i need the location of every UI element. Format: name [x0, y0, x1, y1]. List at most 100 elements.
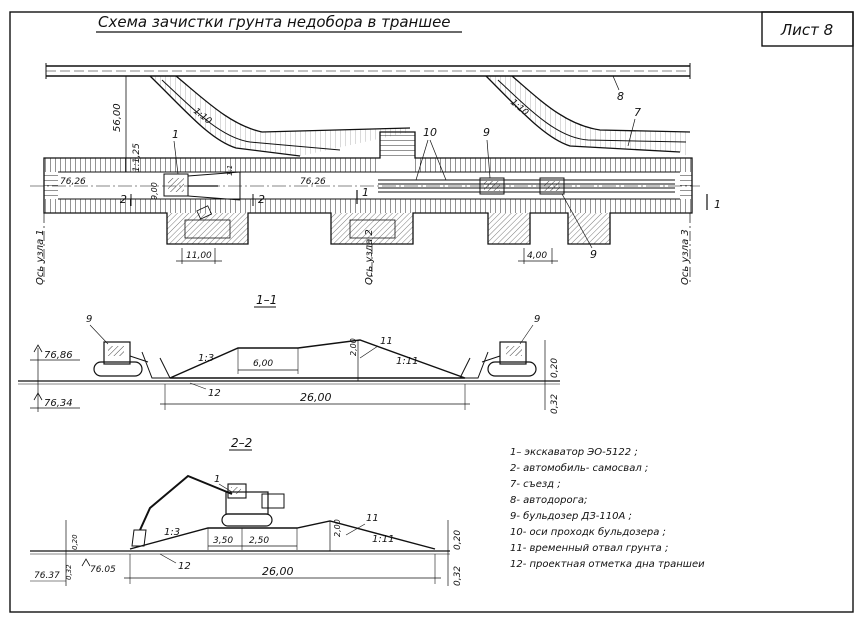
- section-2-title: 2–2: [231, 436, 252, 450]
- plan-mark-9-bottom: 9: [590, 248, 597, 261]
- s1-bl-blade: [141, 351, 171, 379]
- plan-slope-small: 1:1: [226, 165, 234, 176]
- s1-br-track: [487, 361, 537, 377]
- legend-item-2: 2- автомобиль- самосвал ;: [510, 462, 648, 474]
- bulldozer-passes: [378, 177, 675, 195]
- s2-dim-032-right: 0,32: [453, 566, 463, 586]
- s2-dim-020-left: 0,20: [71, 534, 79, 550]
- ramp-left-fill: [150, 76, 410, 156]
- plan-mark-9: 9: [483, 126, 490, 139]
- s2-ex-cab: [227, 483, 247, 499]
- s1-bulldozer-right: [459, 341, 537, 379]
- slope-hatch-top-left: [44, 158, 380, 172]
- s2-ex-body: [225, 491, 269, 515]
- plan-mark-1-leader: [173, 140, 179, 175]
- plan-truck: [196, 205, 213, 220]
- legend-item-7: 7- съезд ;: [510, 479, 561, 490]
- s2-w2: 2,50: [249, 536, 269, 546]
- niche-2-floor: [349, 219, 396, 239]
- legend-item-8: 8- автодорога;: [510, 495, 587, 506]
- s1-depth-bottom: 0,32: [550, 394, 560, 414]
- plan-excavator: [163, 171, 241, 220]
- plan-bulldozer-2: [539, 177, 565, 195]
- s2-mark-12: 12: [178, 561, 191, 572]
- s1-bl-cab: [103, 341, 131, 365]
- s2-mark-1-leader: [218, 483, 233, 493]
- s1-mark-9-right: 9: [534, 314, 540, 325]
- s2-mark-1: 1: [214, 474, 220, 485]
- legend-item-1: 1– экскаватор ЭО-5122 ;: [510, 447, 638, 458]
- cut-2-right: 2: [258, 193, 265, 206]
- dim-4: 4,00: [527, 251, 547, 261]
- plan-mark-1: 1: [172, 128, 179, 141]
- s2-mark-12-leader: [159, 553, 177, 564]
- plan-bulldozer-1-cab: [484, 181, 500, 191]
- slope-1-125: 1:1,25: [132, 143, 142, 172]
- legend-item-11: 11- временный отвал грунта ;: [510, 543, 668, 554]
- s1-elev-bottom-marker: [33, 392, 43, 401]
- ramp-right-fill: [486, 76, 690, 158]
- s1-elev-bottom: 76,34: [44, 398, 73, 409]
- s1-br-cab: [499, 341, 527, 365]
- s1-mark-9r-leader: [519, 324, 534, 345]
- drawing-title: Схема зачистки грунта недобора в траншее: [98, 13, 451, 31]
- s2-length: 26,00: [262, 565, 294, 578]
- s1-br-window: [506, 346, 522, 356]
- axis-node-1: Ось узла 1: [35, 229, 46, 285]
- s1-mark-9l-leader: [89, 324, 109, 345]
- s1-bl-window: [108, 346, 124, 356]
- mark-8-leader: [612, 75, 620, 91]
- section-1-1: 1–1 6,00 2,00 1:3 1:11 11 12 26,00: [18, 293, 560, 414]
- niche-4: [568, 213, 610, 244]
- sheet-label-box: [761, 11, 854, 47]
- plan-bulldozer-1: [479, 177, 505, 195]
- legend-item-12: 12- проектная отметка дна траншеи: [510, 559, 705, 570]
- slope-hatch-right-end: [680, 172, 692, 199]
- s2-elev-left2-marker: [81, 558, 91, 567]
- sheet-frame: [9, 11, 854, 613]
- cut-1-left: 1: [362, 186, 369, 199]
- s2-elev-left: 76.37: [34, 571, 60, 581]
- s1-depth-top: 0,20: [550, 358, 560, 378]
- s1-width-top: 6,00: [253, 359, 273, 369]
- plan-width-left: 9,00: [150, 182, 159, 200]
- s2-mark-11-leader: [345, 523, 366, 536]
- s1-br-blade: [459, 351, 489, 379]
- s1-mark-12: 12: [208, 388, 221, 399]
- s2-dim-020-right: 0,20: [453, 530, 463, 550]
- legend-item-9: 9- бульдозер ДЗ-110А ;: [510, 510, 632, 522]
- s1-bl-track: [93, 361, 143, 377]
- s1-slope-left: 1:3: [198, 353, 214, 364]
- plan-view: 1:10 1:10 56,00 1:1,25 1 76,26 76,26 9,0…: [30, 63, 721, 285]
- s1-slope-right: 1:11: [396, 356, 418, 367]
- s1-spoil-mound: [169, 339, 466, 379]
- plan-mark-8: 8: [617, 90, 624, 103]
- s2-ex-bucket: [131, 529, 147, 547]
- legend-item-10: 10- оси проходк бульдозера ;: [510, 526, 666, 538]
- slope-hatch-top-right: [415, 158, 692, 172]
- ramp-right-inner: [511, 75, 691, 133]
- slope-hatch-bottom: [44, 199, 692, 213]
- plan-mark-7: 7: [634, 106, 641, 119]
- plan-excavator-cab: [168, 178, 184, 192]
- s1-bulldozer-left: [93, 341, 171, 379]
- axis-node-3: Ось узла 3: [680, 229, 691, 285]
- s1-elev-top-marker: [33, 344, 43, 353]
- s1-height: 2,00: [349, 338, 358, 356]
- mark-10-leader-b: [429, 139, 447, 181]
- dim-11: 11,00: [186, 251, 212, 261]
- s2-slope-right: 1:11: [372, 534, 394, 545]
- plan-bulldozer-2-cab: [544, 181, 560, 191]
- s2-mark-11: 11: [366, 513, 379, 524]
- s2-dim-032-left: 0,32: [65, 564, 73, 580]
- cut-2-left: 2: [120, 193, 127, 206]
- s2-ex-counterweight: [261, 493, 285, 509]
- s2-elev-left2: 76.05: [90, 565, 116, 575]
- cut-1-right: 1: [714, 198, 721, 211]
- plan-mark-10: 10: [423, 126, 437, 139]
- plan-elev-left: 76,26: [60, 177, 86, 187]
- niche-3: [488, 213, 530, 244]
- legend: 1– экскаватор ЭО-5122 ; 2- автомобиль- с…: [510, 447, 705, 570]
- s2-slope-left: 1:3: [164, 527, 180, 538]
